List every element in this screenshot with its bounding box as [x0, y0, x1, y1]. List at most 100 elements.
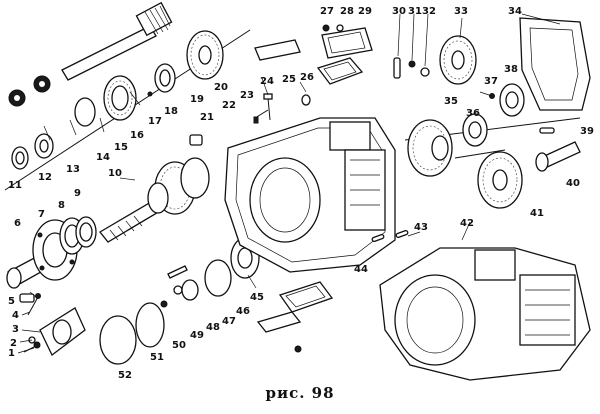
- plug-5: [19, 293, 35, 303]
- callout-45: 45: [250, 292, 264, 303]
- callout-43: 43: [414, 222, 428, 233]
- callout-32: 32: [422, 6, 436, 17]
- input-shaft: [61, 1, 173, 81]
- ring-46: [204, 259, 232, 297]
- plate-with-holes: [254, 39, 301, 61]
- callout-26: 26: [300, 72, 314, 83]
- gasket-plate: [256, 311, 302, 333]
- callout-50: 50: [172, 340, 186, 351]
- callout-14: 14: [96, 152, 110, 163]
- callout-21: 21: [200, 112, 214, 123]
- callout-37: 37: [484, 76, 498, 87]
- callout-33: 33: [454, 6, 468, 17]
- callout-41: 41: [530, 208, 544, 219]
- gasket-34: [519, 17, 591, 111]
- gear-20: [186, 30, 224, 80]
- callout-47: 47: [222, 316, 236, 327]
- callout-17: 17: [148, 116, 162, 127]
- callout-39: 39: [580, 126, 594, 137]
- snap-ring-51: [135, 302, 165, 348]
- bearing-16: [103, 75, 137, 121]
- callout-38: 38: [504, 64, 518, 75]
- callout-13: 13: [66, 164, 80, 175]
- callout-51: 51: [150, 352, 164, 363]
- shaft-40: [535, 141, 581, 172]
- callout-6: 6: [14, 218, 21, 229]
- ring-52: [99, 315, 137, 365]
- bottom-cover: [278, 281, 334, 313]
- gear-35: [407, 119, 453, 177]
- bolt-27: [322, 24, 330, 32]
- callout-11: 11: [8, 180, 22, 191]
- main-shaft-assembly: [99, 157, 210, 243]
- stud-30: [393, 57, 401, 79]
- pin-44: [371, 233, 385, 243]
- bolt-24: [263, 93, 273, 121]
- callout-31: 31: [408, 6, 422, 17]
- callout-30: 30: [392, 6, 406, 17]
- rear-cover: [39, 307, 86, 356]
- washer-12: [34, 133, 54, 159]
- callout-40: 40: [566, 178, 580, 189]
- main-housing: [224, 117, 396, 273]
- callout-15: 15: [114, 142, 128, 153]
- washer-32: [420, 67, 430, 77]
- ring-9: [75, 216, 97, 248]
- plate-48: [181, 279, 199, 301]
- callout-29: 29: [358, 6, 372, 17]
- pin-43: [395, 229, 409, 239]
- washer-11: [11, 146, 29, 170]
- callout-4: 4: [12, 310, 19, 321]
- callout-20: 20: [214, 82, 228, 93]
- callout-18: 18: [164, 106, 178, 117]
- small-gear-14: [33, 75, 51, 93]
- callout-16: 16: [130, 130, 144, 141]
- callout-24: 24: [260, 76, 274, 87]
- callout-2: 2: [10, 338, 17, 349]
- callout-25: 25: [282, 74, 296, 85]
- snap-ring-15: [74, 97, 96, 127]
- key-39: [539, 127, 555, 134]
- gear-41: [477, 151, 523, 209]
- pto-housing: [439, 35, 477, 85]
- callout-36: 36: [466, 108, 480, 119]
- callout-44: 44: [354, 264, 368, 275]
- cover-gasket-26: [316, 57, 364, 85]
- drain-plug: [294, 345, 302, 353]
- plug-21: [189, 134, 203, 146]
- bearing-36: [462, 113, 488, 147]
- callout-19: 19: [190, 94, 204, 105]
- callout-5: 5: [8, 296, 15, 307]
- callout-35: 35: [444, 96, 458, 107]
- callout-9: 9: [74, 188, 81, 199]
- callout-7: 7: [38, 209, 45, 220]
- washer-28: [336, 24, 344, 32]
- callout-52: 52: [118, 370, 132, 381]
- sleeve-19: [154, 63, 176, 93]
- callout-48: 48: [206, 322, 220, 333]
- pin-47: [167, 265, 188, 279]
- bolt-50: [160, 300, 168, 308]
- assembled-gearbox: [379, 247, 591, 381]
- callout-49: 49: [190, 330, 204, 341]
- callout-3: 3: [12, 324, 19, 335]
- callout-10: 10: [108, 168, 122, 179]
- washer-49: [173, 285, 183, 295]
- callout-23: 23: [240, 90, 254, 101]
- callout-labels: 1 2 3 4 5 6 7 8 9 10 11 12 13 14 15 16 1…: [8, 6, 594, 381]
- callout-42: 42: [460, 218, 474, 229]
- nut-31: [408, 60, 416, 68]
- callout-34: 34: [508, 6, 522, 17]
- callout-1: 1: [8, 348, 15, 359]
- stud-23: [253, 109, 269, 124]
- bearing-38: [499, 83, 525, 117]
- figure-caption: рис. 98: [265, 384, 335, 402]
- callout-28: 28: [340, 6, 354, 17]
- callout-22: 22: [222, 100, 236, 111]
- ring-25: [301, 94, 311, 106]
- callout-8: 8: [58, 200, 65, 211]
- top-cover-29: [321, 27, 373, 59]
- callout-46: 46: [236, 306, 250, 317]
